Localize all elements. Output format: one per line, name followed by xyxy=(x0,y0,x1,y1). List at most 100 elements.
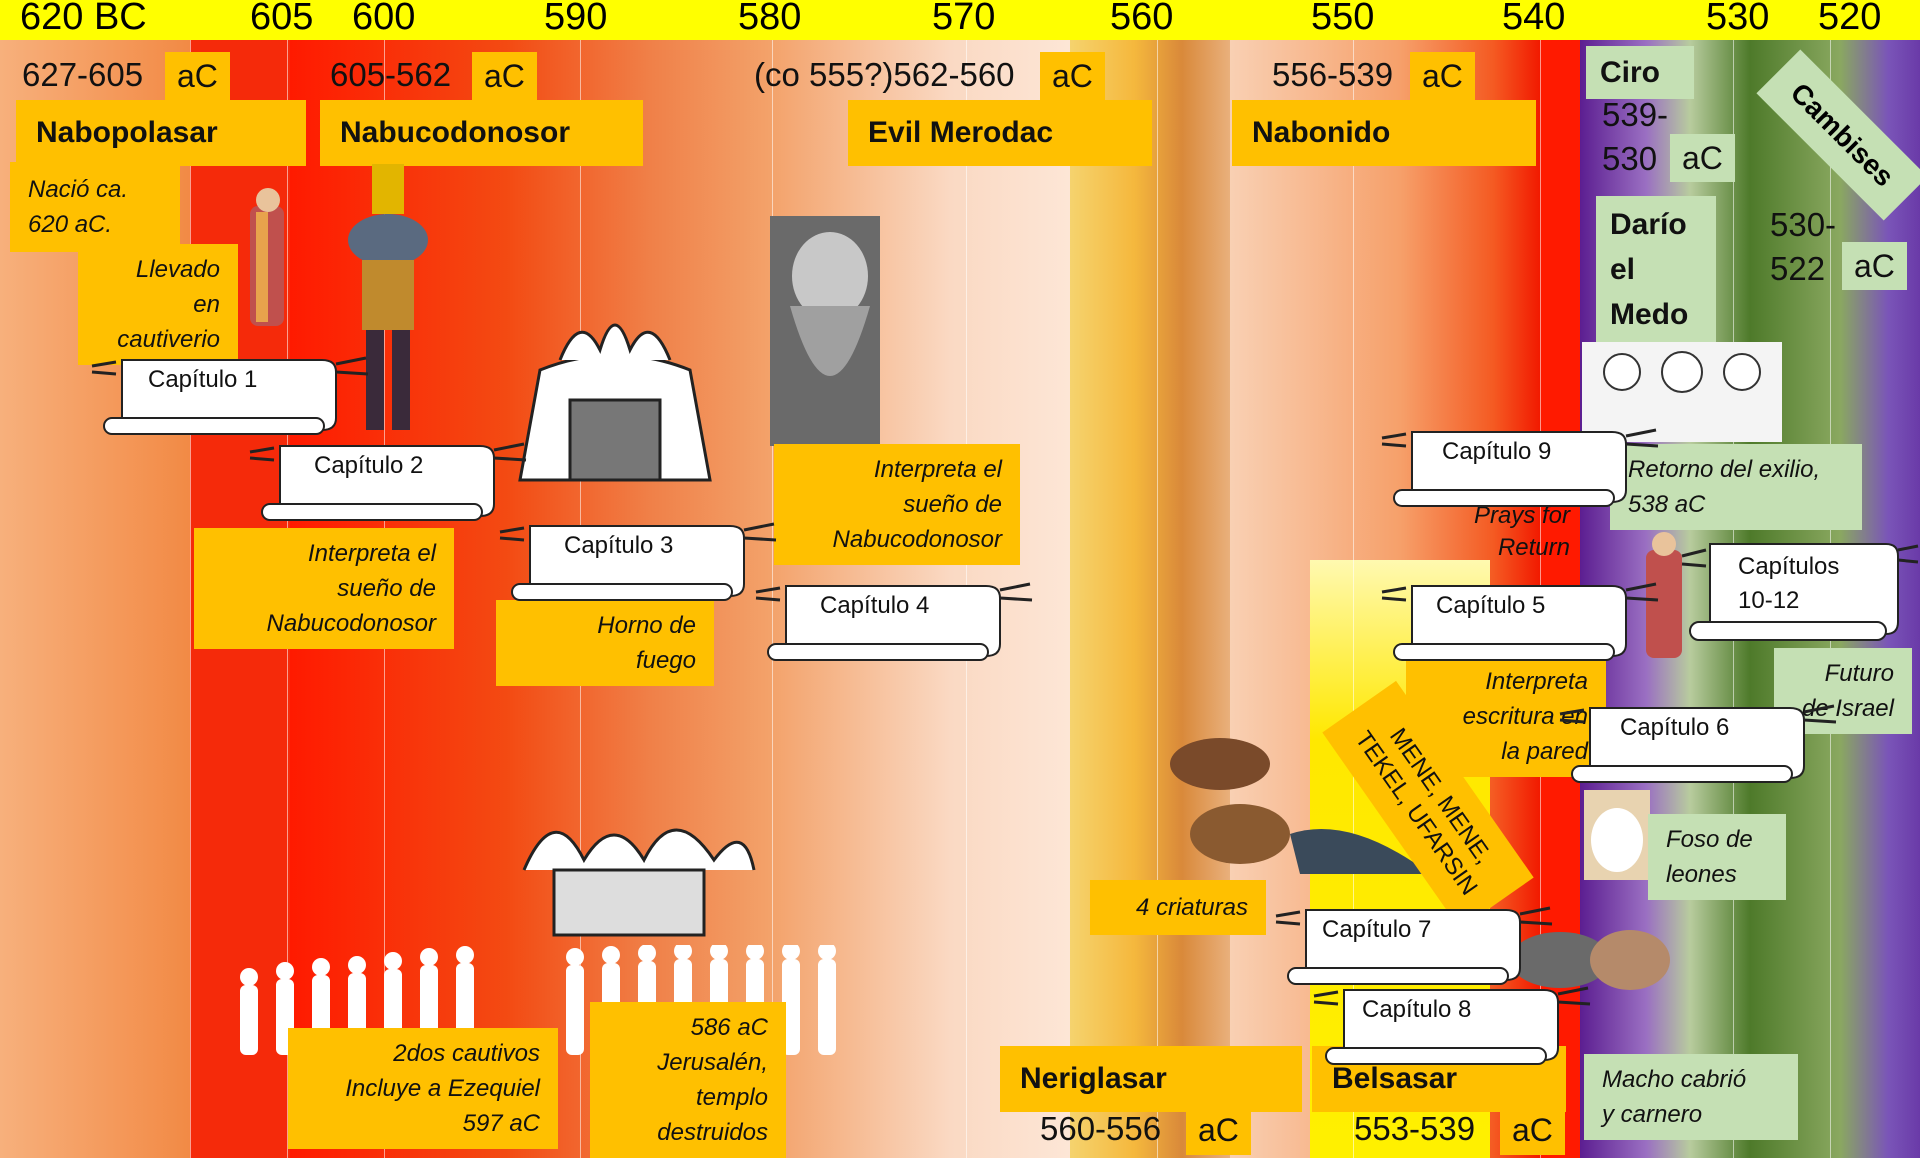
note-line: 597 aC xyxy=(306,1106,540,1141)
year-tick: 590 xyxy=(544,0,607,39)
macho-note: Macho cabrió y carnero xyxy=(1584,1054,1798,1140)
note-line: Interpreta el xyxy=(212,536,436,571)
ciro-range-start: 539- xyxy=(1602,96,1668,134)
belsasar-range: 553-539 xyxy=(1354,1110,1475,1148)
dario-name-line: el xyxy=(1610,247,1702,292)
nabopolasar-era: aC xyxy=(165,52,230,101)
chapters-10-12-scroll[interactable]: Capítulos 10-12 xyxy=(1680,536,1920,646)
nabucodonosor-era: aC xyxy=(472,52,537,101)
note-line: Foso de xyxy=(1666,822,1768,857)
dario-name-line: Darío xyxy=(1610,202,1702,247)
evil-merodac-name: Evil Merodac xyxy=(848,100,1152,166)
nabonido-era: aC xyxy=(1410,52,1475,101)
note-line: Nabucodonosor xyxy=(792,522,1002,557)
year-tick: 550 xyxy=(1311,0,1374,39)
note-line: templo xyxy=(608,1080,768,1115)
evil-merodac-era: aC xyxy=(1040,52,1105,101)
note-line: Futuro xyxy=(1792,656,1894,691)
note-line: Incluye a Ezequiel xyxy=(306,1071,540,1106)
note-line: Macho cabrió xyxy=(1602,1062,1780,1097)
year-tick: 580 xyxy=(738,0,801,39)
year-tick: 570 xyxy=(932,0,995,39)
nabucodonosor-name: Nabucodonosor xyxy=(320,100,643,166)
chapter-label: Capítulo 4 xyxy=(820,592,929,620)
chapter-label: Capítulo 5 xyxy=(1436,592,1545,620)
jerusalen-note: 586 aC Jerusalén, templo destruidos xyxy=(590,1002,786,1158)
gridline xyxy=(1157,40,1158,1158)
dario-name-line: Medo xyxy=(1610,292,1702,337)
year-tick: 605 xyxy=(250,0,313,39)
note-line: 586 aC xyxy=(608,1010,768,1045)
note-line: sueño de xyxy=(792,487,1002,522)
chapter-label: 10-12 xyxy=(1738,584,1839,618)
ciro-name: Ciro xyxy=(1586,46,1694,99)
chapter-label: Capítulo 8 xyxy=(1362,996,1471,1024)
neriglasar-name: Neriglasar xyxy=(1000,1046,1302,1112)
note-line: Interpreta el xyxy=(792,452,1002,487)
year-tick: 620 BC xyxy=(20,0,147,39)
chapters-10-12-label: Capítulos 10-12 xyxy=(1738,550,1839,618)
interpreta-suenio-2-note: Interpreta el sueño de Nabucodonosor xyxy=(774,444,1020,565)
dario-name: Darío el Medo xyxy=(1596,196,1716,343)
prophet-figure-illustration xyxy=(236,186,296,346)
chapter-9-scroll[interactable]: Capítulo 9 xyxy=(1376,424,1676,514)
foso-note: Foso de leones xyxy=(1648,814,1786,900)
llevado-note: Llevado en cautiverio xyxy=(78,244,238,365)
note-line: sueño de xyxy=(212,571,436,606)
nacio-note: Nació ca. 620 aC. xyxy=(10,162,180,252)
gridline xyxy=(190,40,191,1158)
year-tick: 600 xyxy=(352,0,415,39)
note-line: fuego xyxy=(514,643,696,678)
dario-range-start: 530- xyxy=(1770,206,1836,244)
note-line: Nabucodonosor xyxy=(212,606,436,641)
interpreta-suenio-note: Interpreta el sueño de Nabucodonosor xyxy=(194,528,454,649)
nabopolasar-name: Nabopolasar xyxy=(16,100,306,166)
year-tick: 540 xyxy=(1502,0,1565,39)
note-line: 2dos cautivos xyxy=(306,1036,540,1071)
chapter-4-scroll[interactable]: Capítulo 4 xyxy=(750,578,1050,668)
note-line: Jerusalén, xyxy=(608,1045,768,1080)
belsasar-era: aC xyxy=(1500,1106,1565,1155)
chapter-3-scroll[interactable]: Capítulo 3 xyxy=(494,518,794,608)
nabucodonosor-range: 605-562 xyxy=(330,56,451,94)
chapter-2-scroll[interactable]: Capítulo 2 xyxy=(244,438,544,528)
ciro-era: aC xyxy=(1670,134,1735,182)
evil-merodac-range: (co 555?)562-560 xyxy=(754,56,1015,94)
note-line: en xyxy=(96,287,220,322)
note-line: 620 aC. xyxy=(28,207,162,242)
neriglasar-era: aC xyxy=(1186,1106,1251,1155)
chapter-label: Capítulo 6 xyxy=(1620,714,1729,742)
lions-den-illustration xyxy=(1584,790,1650,880)
chapter-label: Capítulo 9 xyxy=(1442,438,1551,466)
chapter-label: Capítulo 7 xyxy=(1322,916,1431,944)
year-tick: 560 xyxy=(1110,0,1173,39)
note-line: Llevado xyxy=(96,252,220,287)
chapter-5-scroll[interactable]: Capítulo 5 xyxy=(1376,578,1676,668)
nabopolasar-range: 627-605 xyxy=(22,56,143,94)
note-line: Interpreta xyxy=(1424,664,1588,699)
year-tick: 520 xyxy=(1818,0,1881,39)
ciro-range-end: 530 xyxy=(1602,140,1657,178)
burning-temple-illustration xyxy=(514,800,764,940)
note-line: destruidos xyxy=(608,1115,768,1150)
note-line: Nació ca. xyxy=(28,172,162,207)
chapter-label: Capítulos xyxy=(1738,550,1839,584)
neriglasar-range: 560-556 xyxy=(1040,1110,1161,1148)
horno-note: Horno de fuego xyxy=(496,600,714,686)
year-tick: 530 xyxy=(1706,0,1769,39)
chapter-8-scroll[interactable]: Capítulo 8 xyxy=(1308,982,1608,1072)
dario-era: aC xyxy=(1842,242,1907,290)
chapter-1-scroll[interactable]: Capítulo 1 xyxy=(86,352,386,442)
king-beast-illustration xyxy=(770,216,880,446)
chapter-6-scroll[interactable]: Capítulo 6 xyxy=(1554,700,1854,790)
cautivos-note: 2dos cautivos Incluye a Ezequiel 597 aC xyxy=(288,1028,558,1149)
chapter-7-scroll[interactable]: Capítulo 7 xyxy=(1270,902,1570,992)
note-line: y carnero xyxy=(1602,1097,1780,1132)
dario-range-end: 522 xyxy=(1770,250,1825,288)
chapter-label: Capítulo 2 xyxy=(314,452,423,480)
note-line: Horno de xyxy=(514,608,696,643)
nabonido-range: 556-539 xyxy=(1272,56,1393,94)
nabonido-name: Nabonido xyxy=(1232,100,1536,166)
chapter-label: Capítulo 1 xyxy=(148,366,257,394)
band-neriglasar xyxy=(1070,40,1230,1158)
